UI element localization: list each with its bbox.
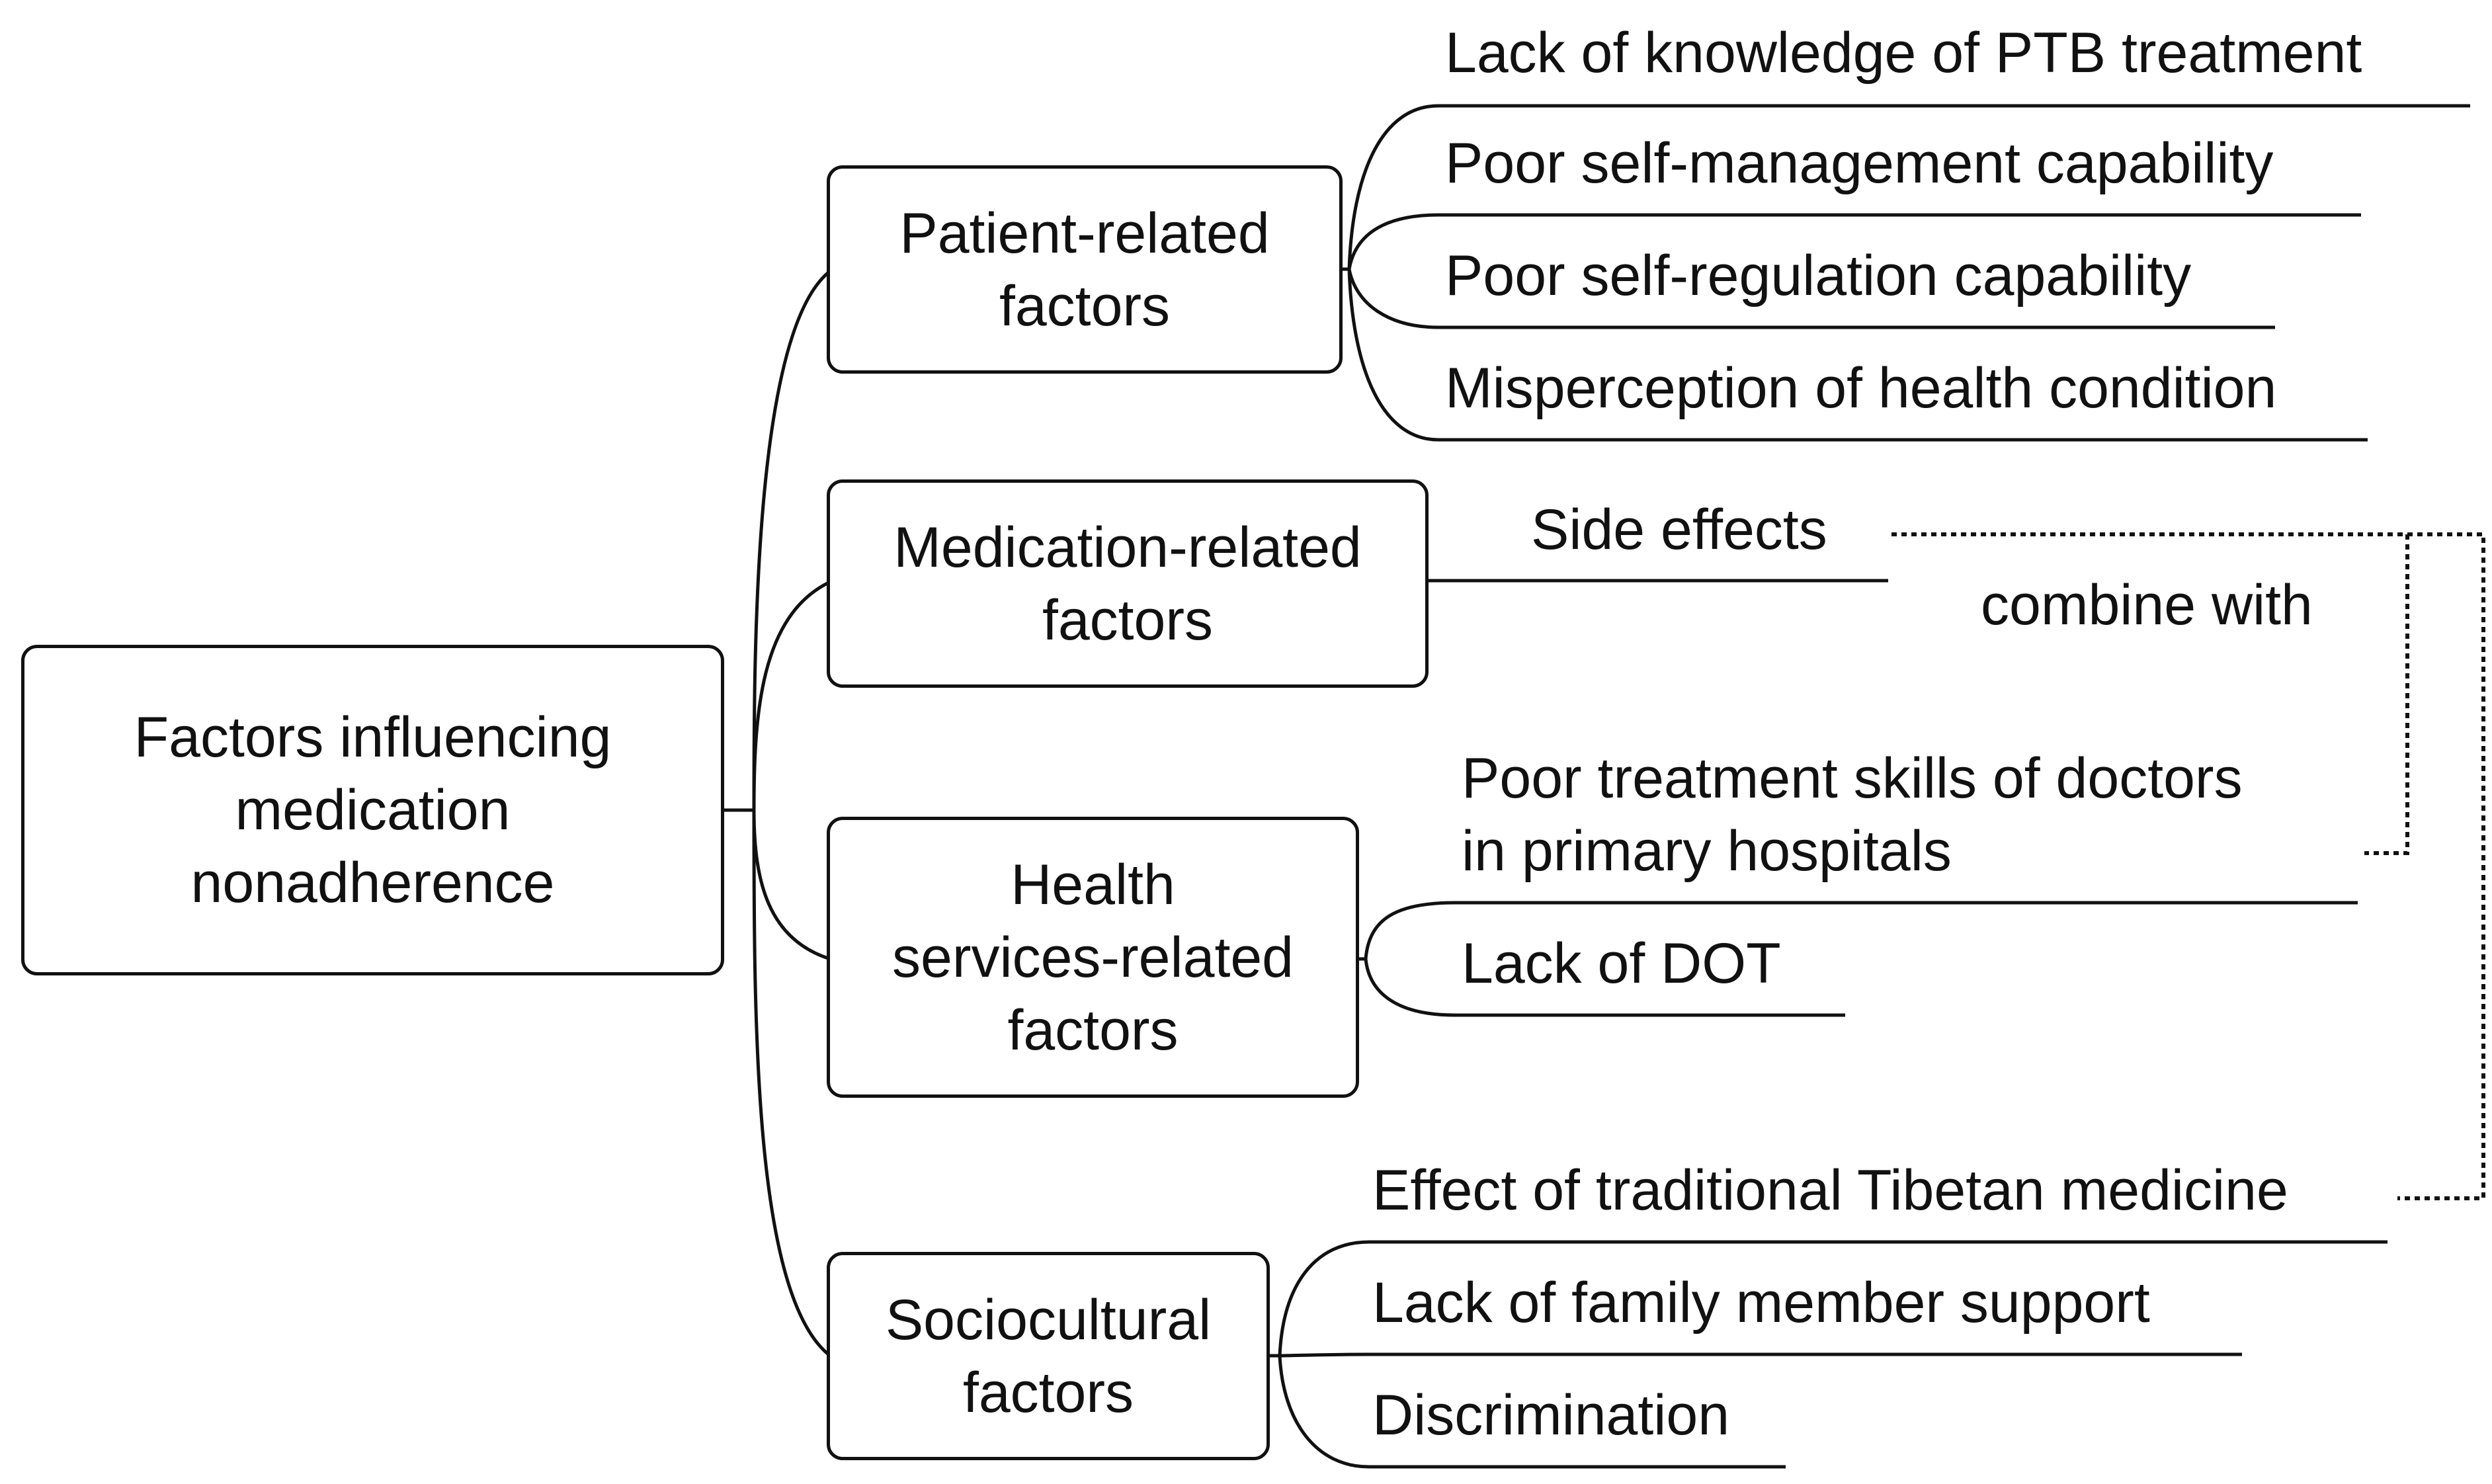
category-node-medication: Medication-related factors (827, 479, 1429, 688)
factor-patient-self-management: Poor self-management capability (1445, 132, 2274, 195)
factor-health-lack-of-dot: Lack of DOT (1462, 932, 1781, 995)
connector-sociocultural-factor-2 (1279, 1352, 1370, 1358)
connector-root-patient (752, 270, 831, 811)
connector-root-medication (752, 580, 831, 811)
category-node-patient: Patient-related factors (827, 165, 1343, 374)
connector-patient-factor-4 (1347, 268, 1439, 442)
category-label-health-services: Health services-related factors (892, 852, 1294, 1062)
factor-patient-knowledge: Lack of knowledge of PTB treatment (1445, 21, 2362, 85)
connector-patient-factor-3 (1347, 268, 1439, 329)
connector-health-factor-2 (1364, 958, 1456, 1017)
factor-sociocultural-tibetan-medicine: Effect of traditional Tibetan medicine (1372, 1159, 2288, 1222)
factor-health-doctor-skills: Poor treatment skills of doctors in prim… (1462, 747, 2243, 883)
factor-medication-side-effects: Side effects (1531, 498, 1827, 561)
category-node-sociocultural: Sociocultural factors (827, 1252, 1270, 1460)
connector-root-sociocultural (752, 809, 831, 1357)
connector-sociocultural-factor-1 (1278, 1240, 1370, 1356)
connector-patient-factor-2 (1347, 213, 1439, 270)
connector-patient-factor-1 (1347, 104, 1439, 270)
factor-sociocultural-family-support: Lack of family member support (1372, 1271, 2150, 1335)
factor-patient-misperception: Misperception of health condition (1445, 356, 2277, 420)
root-node-label: Factors influencing medication nonadhere… (134, 706, 612, 915)
factor-patient-self-regulation: Poor self-regulation capability (1445, 244, 2192, 308)
category-label-sociocultural: Sociocultural factors (885, 1288, 1212, 1424)
connector-sociocultural-factor-3 (1278, 1355, 1370, 1469)
dotted-link-doctors-skills (2364, 534, 2409, 855)
link-label-combine-with: combine with (1981, 573, 2313, 637)
category-label-medication: Medication-related factors (893, 515, 1362, 652)
root-node: Factors influencing medication nonadhere… (21, 645, 724, 975)
category-node-health-services: Health services-related factors (827, 817, 1359, 1098)
dotted-link-side-effects-traditional-medicine (1891, 532, 2485, 1200)
category-label-patient: Patient-related factors (899, 201, 1270, 338)
connector-health-factor-1 (1364, 901, 1456, 960)
factor-sociocultural-discrimination: Discrimination (1372, 1383, 1730, 1447)
connector-root-health (752, 809, 831, 961)
